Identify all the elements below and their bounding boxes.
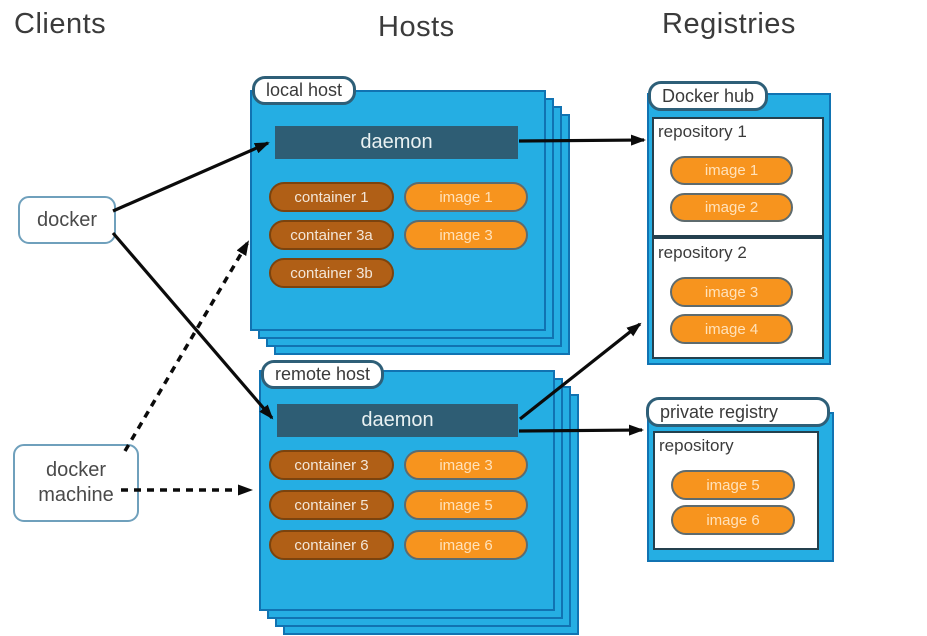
image-pill: image 3 bbox=[404, 450, 528, 480]
arrow-docker-to-remote-daemon bbox=[111, 231, 274, 420]
column-header-registries: Registries bbox=[662, 8, 796, 40]
local-host-label: local host bbox=[252, 76, 357, 105]
client-docker-machine-box: docker machine bbox=[13, 444, 139, 522]
container-pill: container 5 bbox=[269, 490, 394, 520]
column-header-hosts: Hosts bbox=[378, 11, 455, 43]
remote-host-label: remote host bbox=[261, 360, 385, 389]
image-pill: image 3 bbox=[670, 277, 793, 307]
repository-1-name: repository 1 bbox=[658, 122, 747, 141]
image-pill: image 1 bbox=[404, 182, 528, 212]
image-pill: image 6 bbox=[404, 530, 528, 560]
docker-hub-label: Docker hub bbox=[648, 81, 769, 111]
image-pill: image 4 bbox=[670, 314, 793, 344]
repository-2-name: repository 2 bbox=[658, 243, 747, 262]
private-registry-label: private registry bbox=[646, 397, 830, 427]
repository-name: repository bbox=[659, 436, 734, 455]
image-pill: image 2 bbox=[670, 193, 793, 222]
client-docker-box: docker bbox=[18, 196, 116, 244]
container-pill: container 3 bbox=[269, 450, 394, 480]
container-pill: container 6 bbox=[269, 530, 394, 560]
container-pill: container 1 bbox=[269, 182, 394, 212]
image-pill: image 3 bbox=[404, 220, 528, 250]
container-pill: container 3a bbox=[269, 220, 394, 250]
arrow-docker-to-local-daemon bbox=[112, 141, 270, 213]
image-pill: image 5 bbox=[671, 470, 795, 500]
image-pill: image 1 bbox=[670, 156, 793, 185]
image-pill: image 5 bbox=[404, 490, 528, 520]
arrow-docker-machine-to-local-host-dashed bbox=[123, 240, 250, 452]
image-pill: image 6 bbox=[671, 505, 795, 535]
local-daemon: daemon bbox=[275, 126, 518, 159]
container-pill: container 3b bbox=[269, 258, 394, 288]
remote-daemon: daemon bbox=[277, 404, 518, 437]
column-header-clients: Clients bbox=[14, 8, 107, 40]
